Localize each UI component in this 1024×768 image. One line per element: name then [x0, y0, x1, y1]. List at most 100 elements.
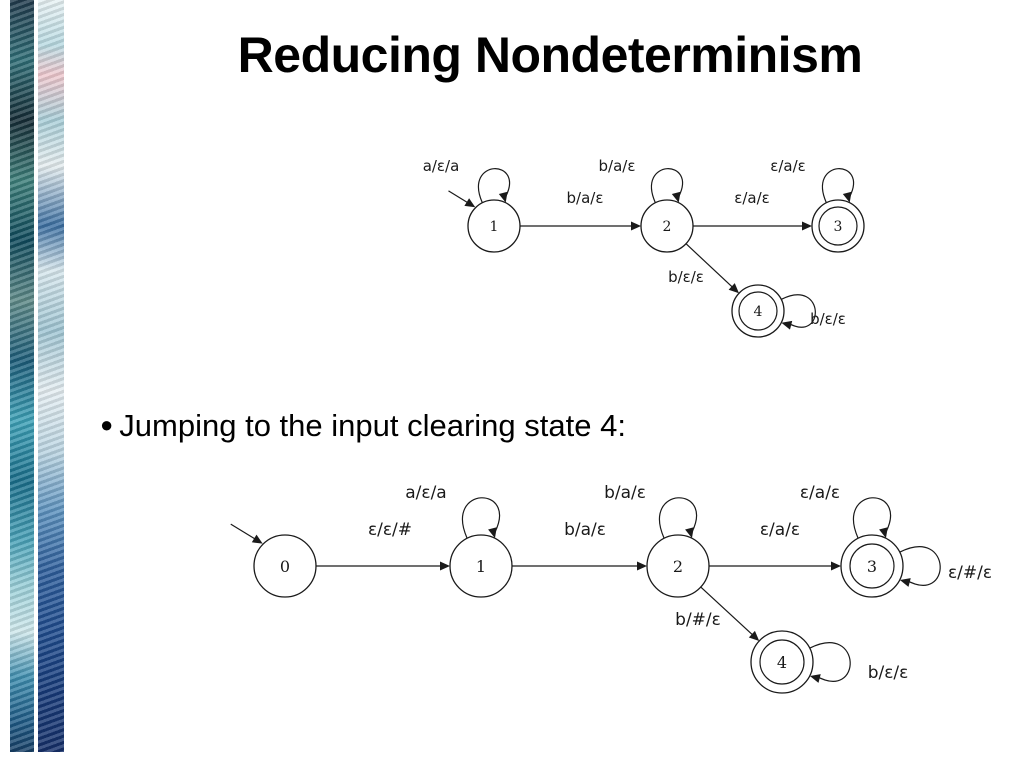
state-circle: [640, 199, 694, 253]
loop-arc: [461, 497, 501, 539]
arrowhead-icon: [879, 527, 888, 539]
accepting-ring: [849, 543, 895, 589]
transition-label: ε/ε/#: [368, 520, 412, 540]
state-label: 0: [280, 557, 290, 576]
self-loop-state-1: a/ε/a: [423, 157, 511, 203]
arrowhead-icon: [488, 527, 497, 539]
transition-0-to-1: ε/ε/#: [316, 520, 450, 571]
state-label: 2: [673, 557, 683, 576]
self-loop-state-3: ε/a/ε: [800, 483, 892, 539]
state-1: 1: [448, 190, 521, 253]
transition-label: b/ε/ε: [668, 268, 704, 286]
transition-2-to-3: ε/a/ε: [709, 520, 841, 571]
self-loop-state-3: ε/a/ε: [770, 157, 855, 203]
self-loop-state-3: ε/#/ε: [899, 546, 992, 587]
loop-arc: [658, 497, 698, 539]
loop-arc: [650, 168, 684, 203]
arrowhead-icon: [899, 578, 911, 587]
arrowhead-icon: [728, 283, 739, 294]
decorative-strip-right: [38, 0, 64, 752]
arrowhead-icon: [781, 320, 793, 330]
arrowhead-icon: [637, 561, 647, 571]
state-label: 4: [777, 653, 787, 672]
state-circle: [811, 199, 865, 253]
state-3: 3: [840, 534, 904, 598]
state-circle: [731, 284, 785, 338]
state-circle: [253, 534, 317, 598]
accepting-ring: [738, 291, 778, 331]
decorative-strip-left: [10, 0, 34, 752]
arrowhead-icon: [802, 221, 812, 231]
start-arrowhead-icon: [251, 534, 263, 544]
arrowhead-icon: [831, 561, 841, 571]
loop-arc: [477, 168, 511, 203]
self-loop-state-2: b/a/ε: [604, 483, 698, 539]
state-circle: [646, 534, 710, 598]
arrowhead-icon: [685, 527, 694, 539]
state-label: 2: [663, 219, 672, 235]
state-circle: [449, 534, 513, 598]
state-circle: [467, 199, 521, 253]
transition-label: ε/a/ε: [770, 157, 806, 175]
arrowhead-icon: [631, 221, 641, 231]
state-0: 0: [230, 523, 317, 598]
transition-2-to-3: ε/a/ε: [693, 189, 812, 231]
self-loop-state-2: b/a/ε: [599, 157, 684, 203]
transition-label: b/#/ε: [675, 610, 721, 630]
bullet-text: Jumping to the input clearing state 4:: [119, 408, 626, 443]
state-label: 3: [834, 219, 843, 235]
state-label: 1: [476, 557, 486, 576]
transition-label: ε/a/ε: [800, 483, 840, 503]
transition-line: [700, 586, 754, 636]
start-arrowhead-icon: [464, 198, 476, 208]
accepting-ring: [759, 639, 805, 685]
transition-2-to-4: b/#/ε: [675, 586, 760, 641]
loop-arc: [899, 546, 941, 586]
transition-label: ε/#/ε: [948, 563, 992, 583]
arrowhead-icon: [842, 191, 852, 203]
transition-label: b/a/ε: [567, 189, 604, 207]
loop-arc: [852, 497, 892, 539]
self-loop-state-4: b/ε/ε: [809, 642, 909, 683]
transition-label: b/ε/ε: [810, 310, 846, 328]
loop-arc: [821, 168, 855, 203]
transition-1-to-2: b/a/ε: [520, 189, 641, 231]
transition-label: b/a/ε: [564, 520, 606, 540]
transition-2-to-4: b/ε/ε: [668, 243, 739, 294]
state-label: 1: [490, 219, 499, 235]
loop-arc: [781, 294, 816, 328]
transition-label: b/a/ε: [604, 483, 646, 503]
arrowhead-icon: [748, 630, 760, 641]
slide-title: Reducing Nondeterminism: [237, 27, 863, 83]
state-4: 4: [750, 630, 814, 694]
self-loop-state-1: a/ε/a: [405, 483, 501, 539]
transition-label: ε/a/ε: [760, 520, 800, 540]
state-2: 2: [640, 199, 694, 253]
bullet-item: ●Jumping to the input clearing state 4:: [100, 408, 626, 444]
start-arrow: [448, 190, 469, 204]
state-label: 3: [867, 557, 877, 576]
arrowhead-icon: [809, 674, 821, 683]
state-4: 4: [731, 284, 785, 338]
bullet-dot-icon: ●: [100, 412, 114, 437]
state-3: 3: [811, 199, 865, 253]
arrowhead-icon: [440, 561, 450, 571]
accepting-ring: [818, 206, 858, 246]
state-2: 2: [646, 534, 710, 598]
self-loop-state-4: b/ε/ε: [781, 294, 846, 330]
transition-1-to-2: b/a/ε: [512, 520, 647, 571]
state-1: 1: [449, 534, 513, 598]
start-arrow: [230, 523, 257, 541]
transition-label: b/a/ε: [599, 157, 636, 175]
transition-label: a/ε/a: [423, 157, 460, 175]
arrowhead-icon: [498, 191, 508, 203]
arrowhead-icon: [671, 191, 681, 203]
transition-label: b/ε/ε: [868, 663, 909, 683]
loop-arc: [809, 642, 851, 682]
transition-label: ε/a/ε: [734, 189, 770, 207]
transition-label: a/ε/a: [405, 483, 446, 503]
transition-line: [685, 243, 734, 289]
